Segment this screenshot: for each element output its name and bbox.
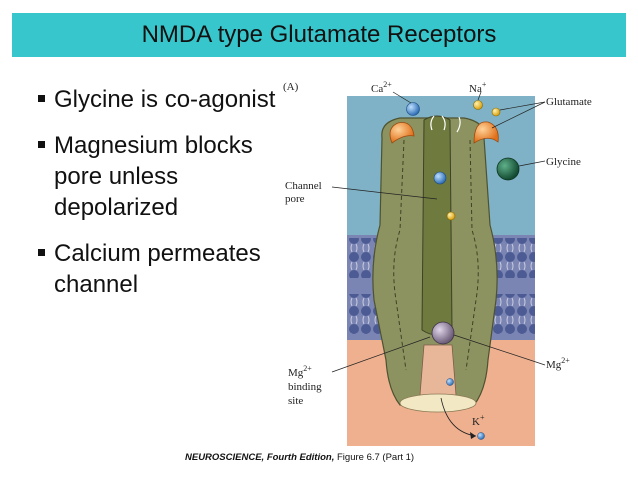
figure-caption: NEUROSCIENCE, Fourth Edition, Figure 6.7… <box>185 452 414 463</box>
sodium-ion-icon <box>491 107 501 117</box>
calcium-label: Ca2+ <box>371 80 392 95</box>
arrowhead-icon <box>470 432 476 439</box>
title-bar: NMDA type Glutamate Receptors <box>12 13 626 57</box>
bullet-item: Magnesium blocks pore unless depolarized <box>38 130 318 223</box>
magnesium-ion-icon <box>431 321 455 345</box>
leader-line <box>392 91 412 104</box>
glutamate-left-icon <box>389 122 415 144</box>
caption-figure-number: Figure 6.7 (Part 1) <box>334 452 415 463</box>
bullet-square-icon <box>38 95 45 102</box>
pore-lower-opening <box>419 344 457 396</box>
magnesium-label: Mg2+ <box>546 356 570 371</box>
ion-flow-arrow-icon <box>430 115 435 131</box>
bullet-line: channel <box>54 271 139 298</box>
ion-flow-arrow-icon <box>441 115 446 131</box>
bullet-line: pore unless <box>54 163 179 190</box>
subunit-boundary-right <box>465 139 479 371</box>
leader-line <box>491 101 546 129</box>
leader-line <box>477 91 482 101</box>
leader-lines <box>331 91 546 373</box>
ion-flow-arrow-icon <box>456 116 461 133</box>
bullet-line: Calcium permeates <box>54 240 261 267</box>
glutamate-right-icon <box>473 121 499 144</box>
subunit-boundary-left <box>393 139 407 371</box>
channel-pore-label-line1: Channel <box>285 180 322 192</box>
leader-line <box>331 186 438 200</box>
ion-below-mg-icon <box>446 378 454 386</box>
mg-binding-site-label-line2: binding <box>288 381 322 393</box>
leader-line <box>331 336 431 373</box>
potassium-ion-icon <box>477 432 485 440</box>
leader-line <box>518 160 546 167</box>
glutamate-label: Glutamate <box>546 96 592 108</box>
mg-binding-site-label-line3: site <box>288 395 303 407</box>
slide-title: NMDA type Glutamate Receptors <box>141 21 497 48</box>
bullet-line: Glycine is co-agonist <box>54 86 276 113</box>
sodium-ion-in-pore-icon <box>446 211 456 221</box>
sodium-label: Na+ <box>469 80 487 95</box>
channel-pore-label-line2: pore <box>285 193 305 205</box>
channel-pore <box>421 115 453 336</box>
leader-line <box>453 334 546 366</box>
calcium-ion-in-pore-icon <box>433 171 447 185</box>
calcium-ion-icon <box>406 102 420 116</box>
sodium-ion-icon <box>473 100 483 110</box>
bullet-item: Glycine is co-agonist <box>38 84 318 115</box>
glycine-label: Glycine <box>546 156 581 168</box>
bullet-list: Glycine is co-agonist Magnesium blocks p… <box>38 84 318 315</box>
bullet-square-icon <box>38 249 45 256</box>
bullet-square-icon <box>38 141 45 148</box>
glycine-molecule-icon <box>496 157 520 181</box>
leader-line <box>499 101 546 111</box>
bullet-line: depolarized <box>54 194 179 221</box>
pore-exit <box>399 393 477 413</box>
mg-binding-site-label-line1: Mg2+ <box>288 364 312 379</box>
panel-label: (A) <box>283 81 299 93</box>
bullet-line: Magnesium blocks <box>54 132 253 159</box>
caption-book-title: NEUROSCIENCE, Fourth Edition, <box>185 452 335 463</box>
potassium-label: K+ <box>472 413 485 428</box>
bullet-item: Calcium permeates channel <box>38 238 318 300</box>
